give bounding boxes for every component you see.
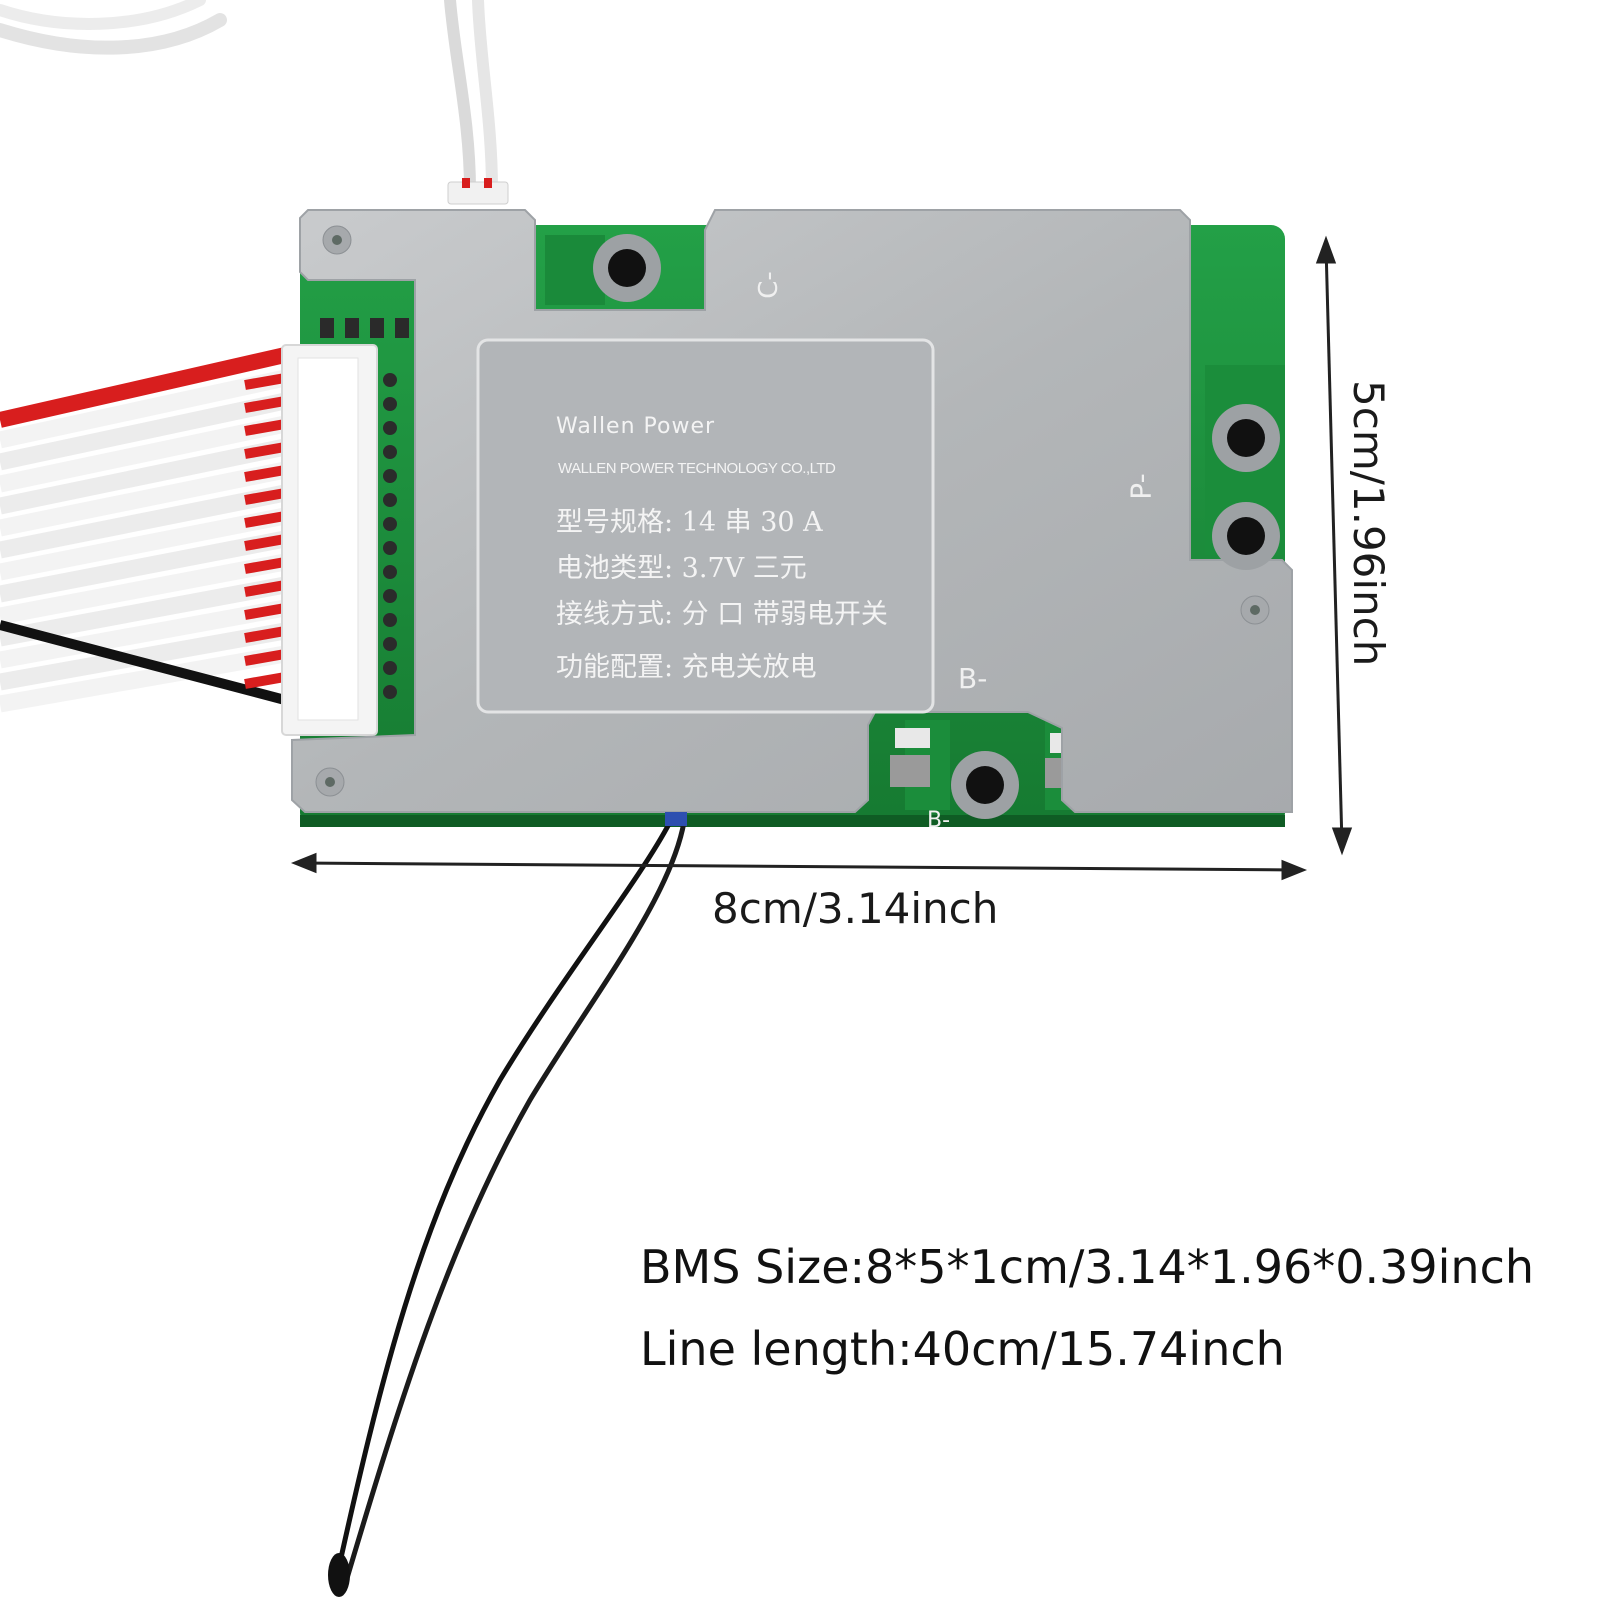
label-cell-type: 电池类型: 3.7V 三元: [556, 553, 807, 584]
terminal-c-minus: [593, 234, 661, 302]
silkscreen-c-minus: C-: [753, 271, 784, 299]
spec-bms-size: BMS Size:8*5*1cm/3.14*1.96*0.39inch: [640, 1240, 1535, 1294]
dimension-height-label: 5cm/1.96inch: [1344, 380, 1393, 667]
spec-line-length: Line length:40cm/15.74inch: [640, 1322, 1285, 1376]
spec-label-plate: [476, 338, 935, 714]
dimension-width-label: 8cm/3.14inch: [712, 884, 999, 933]
top-wires: [0, 0, 498, 196]
solder-pads: [383, 373, 397, 699]
label-brand: Wallen Power: [556, 414, 716, 439]
dimension-arrow-width: [290, 852, 1308, 881]
terminal-holes: [593, 234, 1280, 819]
screw-top-left: [322, 225, 352, 255]
mounting-screws: [315, 225, 1270, 797]
dimension-arrow-height: [1315, 235, 1353, 856]
balance-connector: [281, 344, 378, 736]
terminal-p-minus-1: [1212, 404, 1280, 472]
terminal-p-minus-2: [1212, 502, 1280, 570]
balance-wire-harness: [0, 347, 287, 713]
silkscreen-b-minus-pad: B-: [927, 808, 951, 833]
label-wiring: 接线方式: 分 口 带弱电开关: [556, 599, 888, 630]
silkscreen-p-minus: P-: [1124, 473, 1158, 500]
temperature-probe: [328, 812, 687, 1597]
label-model: 型号规格: 14 串 30 A: [556, 507, 823, 538]
terminal-b-minus: [951, 751, 1019, 819]
screw-bottom-left: [315, 767, 345, 797]
top-connector: [447, 178, 509, 205]
label-function: 功能配置: 充电关放电: [556, 652, 817, 683]
silkscreen-b-minus: B-: [958, 662, 988, 695]
screw-right: [1240, 595, 1270, 625]
label-company: WALLEN POWER TECHNOLOGY CO.,LTD: [558, 460, 836, 477]
